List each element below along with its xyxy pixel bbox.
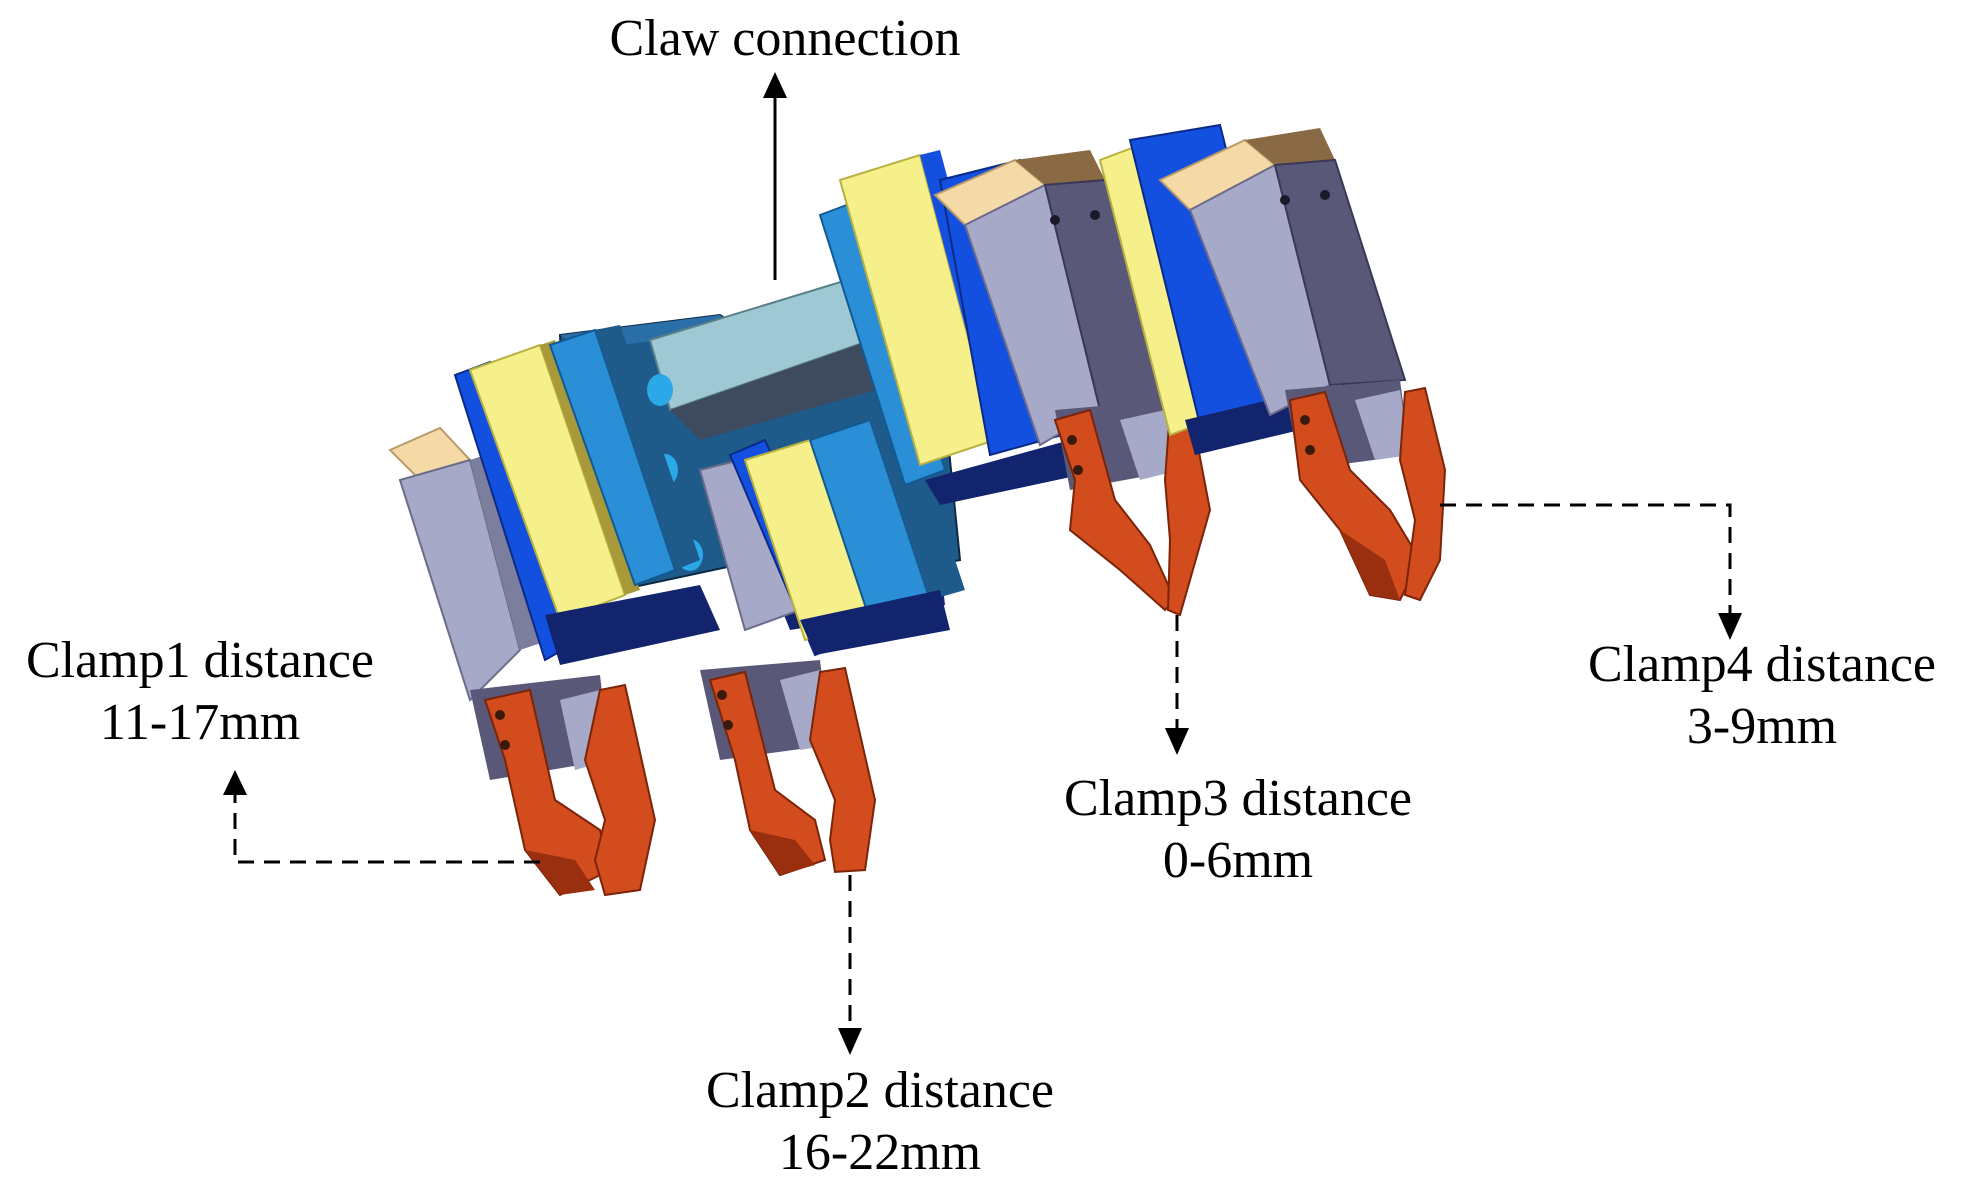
clamp2-name: Clamp2 distance (705, 1062, 1055, 1119)
clamp1-name: Clamp1 distance (25, 632, 375, 689)
clamp2-leader (838, 875, 862, 1055)
clamp3-range: 0-6mm (1162, 832, 1314, 889)
claw-connection-arrow (763, 72, 787, 280)
clamp3-module (818, 150, 1212, 617)
clamp4-module (1098, 123, 1447, 602)
claw-connection-text: Claw connection (609, 10, 961, 67)
clamp3-label: Clamp3 distance 0-6mm (1064, 768, 1412, 892)
clamp2-range: 16-22mm (778, 1124, 982, 1181)
clamp4-leader (1440, 503, 1742, 640)
clamp3-name: Clamp3 distance (1063, 770, 1413, 827)
clamp2-module (698, 410, 965, 877)
clamp3-leader (1165, 615, 1189, 755)
clamp2-label: Clamp2 distance 16-22mm (706, 1060, 1054, 1184)
clamp1-label: Clamp1 distance 11-17mm (26, 630, 374, 754)
clamp1-module (388, 325, 720, 897)
clamp1-range: 11-17mm (99, 694, 301, 751)
clamp4-label: Clamp4 distance 3-9mm (1588, 634, 1936, 758)
clamp1-leader (223, 770, 540, 864)
clamp4-name: Clamp4 distance (1587, 636, 1937, 693)
clamp4-range: 3-9mm (1686, 698, 1838, 755)
claw-connection-label: Claw connection (610, 8, 961, 70)
